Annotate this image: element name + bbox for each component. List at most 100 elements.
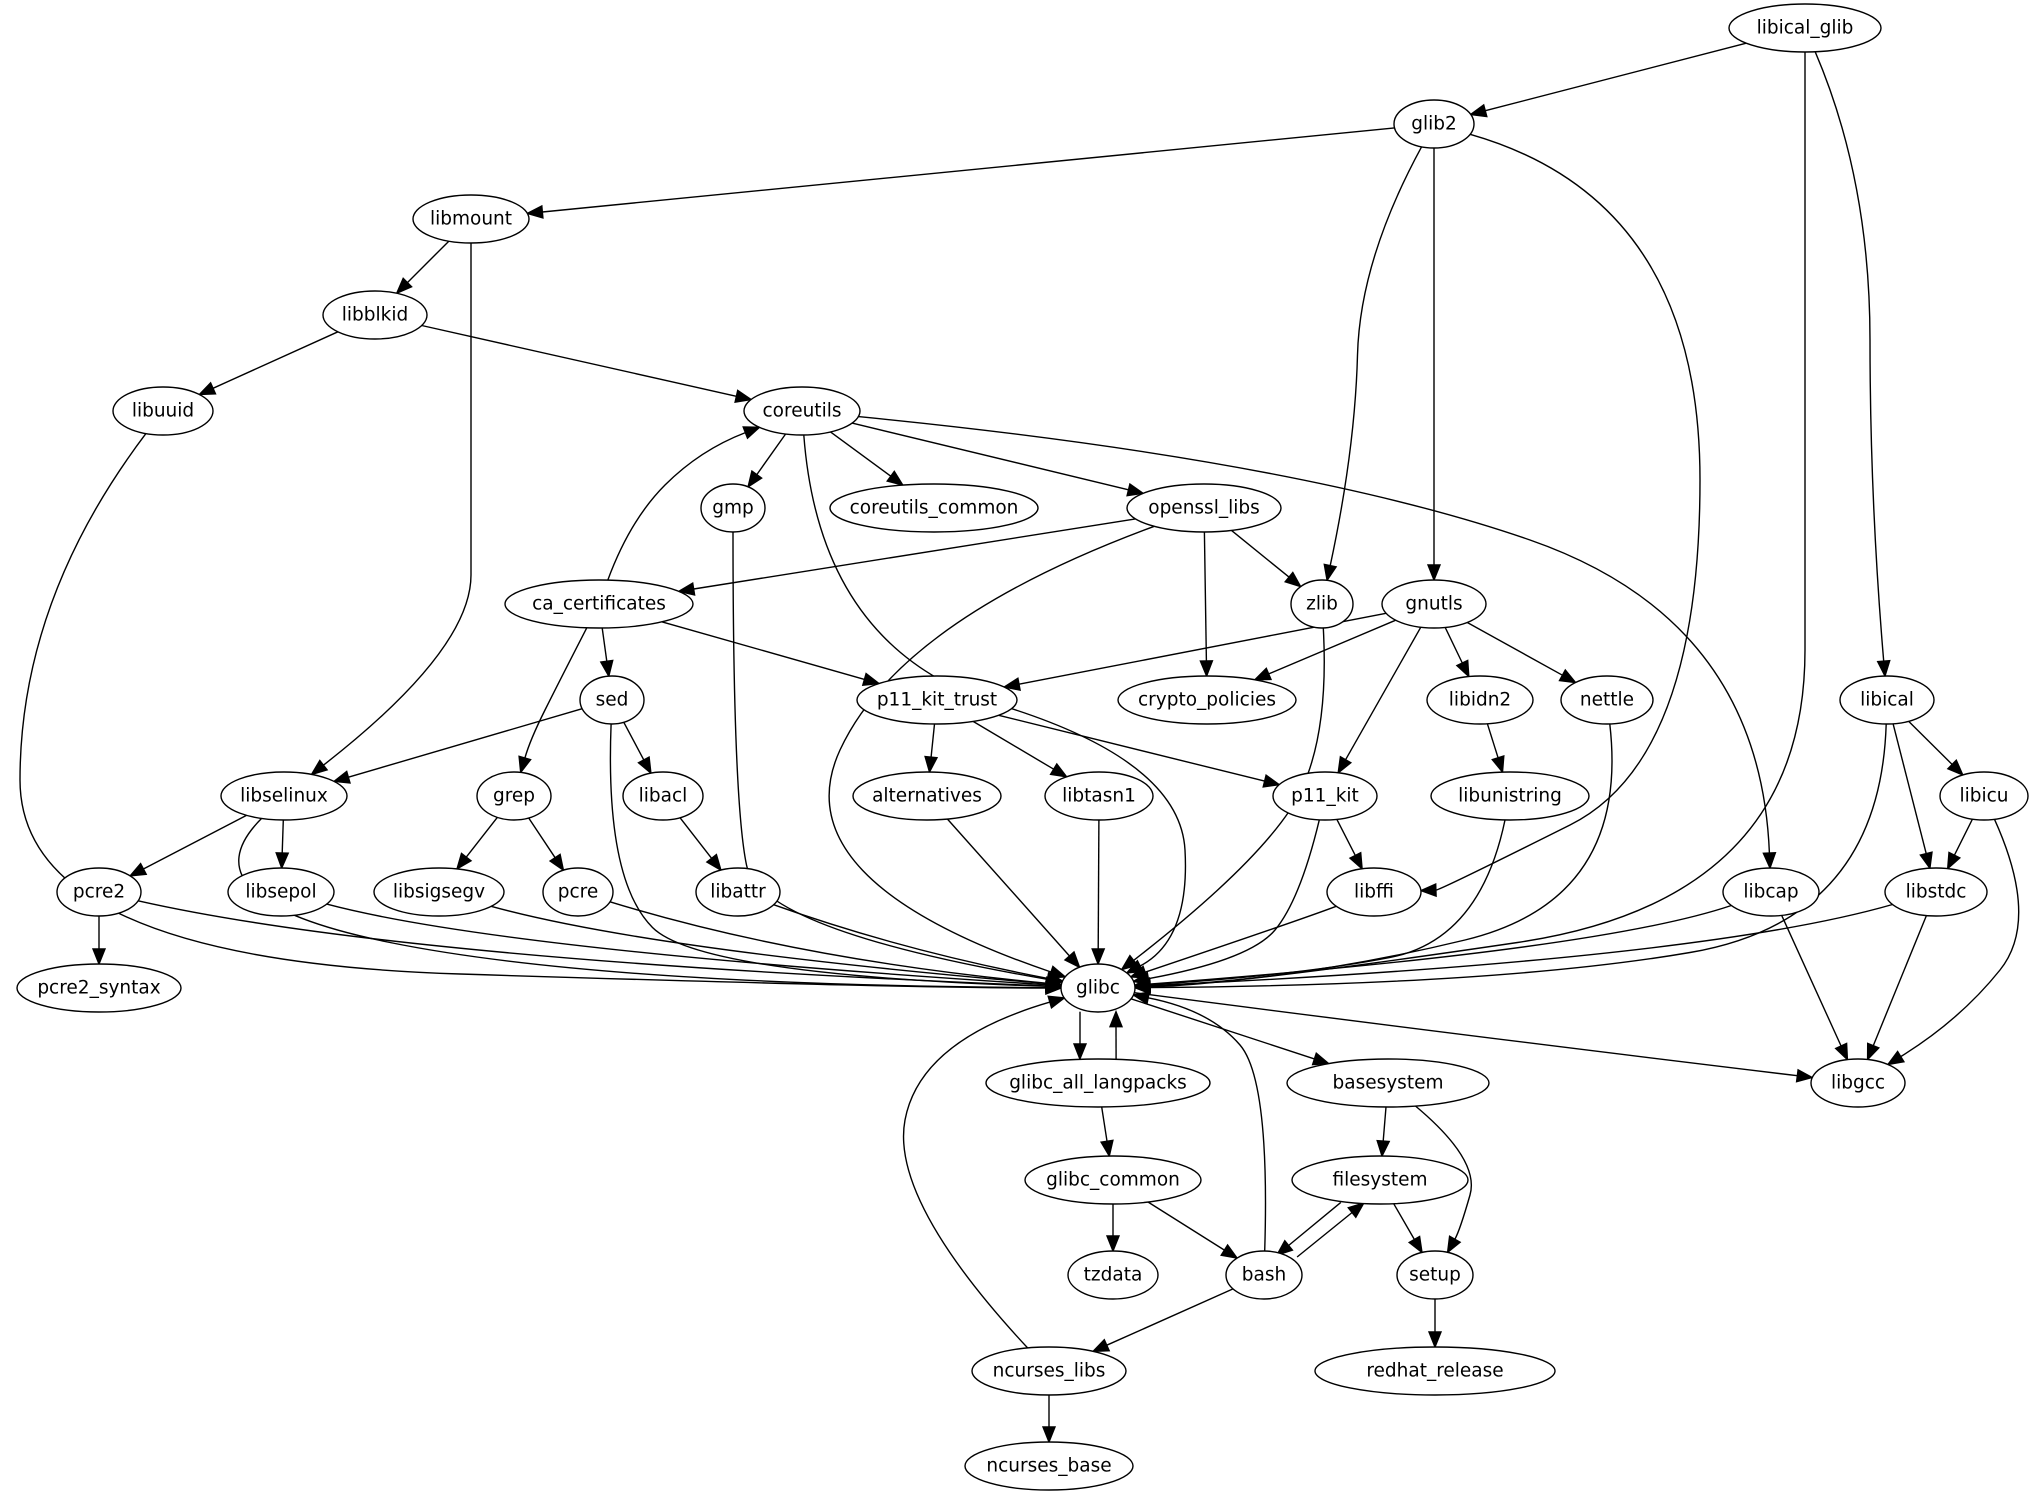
node-coreutils[interactable]: coreutils — [743, 386, 861, 436]
node-libcap[interactable]: libcap — [1722, 867, 1820, 917]
node-ellipse — [1939, 771, 2029, 821]
node-libidn2[interactable]: libidn2 — [1426, 675, 1534, 725]
node-label: setup — [1409, 1265, 1461, 1286]
arrowhead-icon — [1919, 851, 1933, 871]
edge-line — [1147, 1201, 1225, 1251]
arrowhead-icon — [1834, 1042, 1849, 1062]
arrowhead-icon — [1795, 1068, 1815, 1083]
node-gmp[interactable]: gmp — [700, 483, 766, 533]
node-label: ncurses_libs — [993, 1361, 1106, 1382]
node-gnutls[interactable]: gnutls — [1381, 579, 1487, 629]
edge-line — [607, 431, 746, 581]
arrowhead-icon — [1129, 965, 1149, 979]
node-label: filesystem — [1332, 1170, 1427, 1191]
edge-glibc_common-to-bash — [1147, 1201, 1239, 1260]
edge-ca_certificates-to-p11_kit_trust — [661, 621, 881, 687]
node-label: libselinux — [240, 786, 328, 807]
arrowhead-icon — [455, 852, 473, 871]
node-libical[interactable]: libical — [1839, 675, 1935, 725]
node-libsepol[interactable]: libsepol — [227, 867, 335, 917]
edge-line — [1336, 819, 1356, 856]
arrowhead-icon — [332, 770, 351, 784]
node-libselinux[interactable]: libselinux — [220, 771, 348, 821]
node-libmount[interactable]: libmount — [412, 194, 530, 244]
edge-line — [1908, 720, 1953, 765]
node-libunistring[interactable]: libunistring — [1430, 771, 1590, 821]
edge-coreutils-to-gmp — [747, 433, 787, 489]
node-libsigsegv[interactable]: libsigsegv — [373, 867, 505, 917]
node-libstdc[interactable]: libstdc — [1884, 867, 1988, 917]
node-pcre2[interactable]: pcre2 — [56, 867, 142, 917]
node-basesystem[interactable]: basesystem — [1286, 1058, 1490, 1108]
arrowhead-icon — [1220, 1243, 1239, 1260]
edge-line — [137, 900, 1047, 987]
node-libffi[interactable]: libffi — [1326, 867, 1422, 917]
node-ellipse — [1067, 1250, 1159, 1300]
node-p11_kit[interactable]: p11_kit — [1272, 771, 1378, 821]
edge-line — [858, 415, 1771, 854]
node-redhat_release[interactable]: redhat_release — [1314, 1346, 1556, 1396]
edge-line — [1415, 1105, 1472, 1240]
node-libical_glib[interactable]: libical_glib — [1728, 3, 1882, 53]
node-glibc[interactable]: glibc — [1060, 963, 1136, 1013]
node-pcre2_syntax[interactable]: pcre2_syntax — [16, 963, 182, 1013]
arrowhead-icon — [525, 204, 544, 219]
arrowhead-icon — [1041, 1426, 1057, 1444]
edge-libselinux-to-pcre2 — [128, 814, 248, 877]
node-glibc_common[interactable]: glibc_common — [1024, 1155, 1202, 1205]
node-alternatives[interactable]: alternatives — [852, 771, 1002, 821]
edge-line — [972, 720, 1055, 770]
node-p11_kit_trust[interactable]: p11_kit_trust — [856, 675, 1018, 725]
edge-ncurses_libs-to-glibc — [902, 995, 1067, 1349]
node-crypto_policies[interactable]: crypto_policies — [1117, 675, 1297, 725]
edge-grep-to-pcre — [528, 817, 565, 872]
node-ncurses_libs[interactable]: ncurses_libs — [971, 1346, 1127, 1396]
node-ellipse — [971, 1346, 1127, 1396]
node-libtasn1[interactable]: libtasn1 — [1044, 771, 1154, 821]
arrowhead-icon — [1105, 1235, 1121, 1253]
edge-line — [773, 904, 1048, 980]
edge-libmount-to-libblkid — [395, 240, 450, 295]
node-label: redhat_release — [1366, 1361, 1503, 1382]
node-zlib[interactable]: zlib — [1290, 579, 1354, 629]
node-libgcc[interactable]: libgcc — [1810, 1058, 1906, 1108]
node-libuuid[interactable]: libuuid — [112, 386, 214, 436]
edge-line — [490, 905, 1047, 985]
arrowhead-icon — [1099, 1139, 1114, 1158]
node-ellipse — [852, 771, 1002, 821]
edge-ca_certificates-to-coreutils — [607, 426, 762, 581]
edge-line — [1149, 904, 1732, 985]
node-libacl[interactable]: libacl — [622, 771, 704, 821]
node-label: zlib — [1306, 594, 1338, 615]
node-libattr[interactable]: libattr — [695, 867, 781, 917]
node-sed[interactable]: sed — [579, 675, 645, 725]
node-openssl_libs[interactable]: openssl_libs — [1126, 483, 1282, 533]
node-bash[interactable]: bash — [1225, 1250, 1303, 1300]
edge-libselinux-to-libsepol — [275, 819, 290, 870]
node-coreutils_common[interactable]: coreutils_common — [829, 483, 1039, 533]
node-libblkid[interactable]: libblkid — [322, 290, 428, 340]
node-libicu[interactable]: libicu — [1939, 771, 2029, 821]
arrowhead-icon — [1337, 755, 1353, 775]
arrowhead-icon — [1866, 1042, 1881, 1062]
node-tzdata[interactable]: tzdata — [1067, 1250, 1159, 1300]
node-ellipse — [1426, 675, 1534, 725]
node-filesystem[interactable]: filesystem — [1291, 1155, 1469, 1205]
node-label: libattr — [710, 882, 766, 903]
node-glib2[interactable]: glib2 — [1393, 99, 1475, 149]
edge-line — [1329, 146, 1423, 566]
node-glibc_all_langpacks[interactable]: glibc_all_langpacks — [985, 1058, 1211, 1108]
node-pcre[interactable]: pcre — [542, 867, 614, 917]
node-label: libstdc — [1906, 882, 1967, 903]
node-nettle[interactable]: nettle — [1560, 675, 1654, 725]
edge-line — [609, 723, 1047, 987]
node-setup[interactable]: setup — [1396, 1250, 1474, 1300]
edge-line — [528, 817, 556, 859]
node-grep[interactable]: grep — [476, 771, 552, 821]
edge-line — [1444, 627, 1463, 664]
node-ellipse — [1728, 3, 1882, 53]
node-ncurses_base[interactable]: ncurses_base — [964, 1441, 1134, 1491]
node-ca_certificates[interactable]: ca_certificates — [504, 579, 694, 629]
edge-openssl_libs-to-crypto_policies — [1199, 531, 1214, 678]
node-label: libicu — [1959, 786, 2008, 807]
